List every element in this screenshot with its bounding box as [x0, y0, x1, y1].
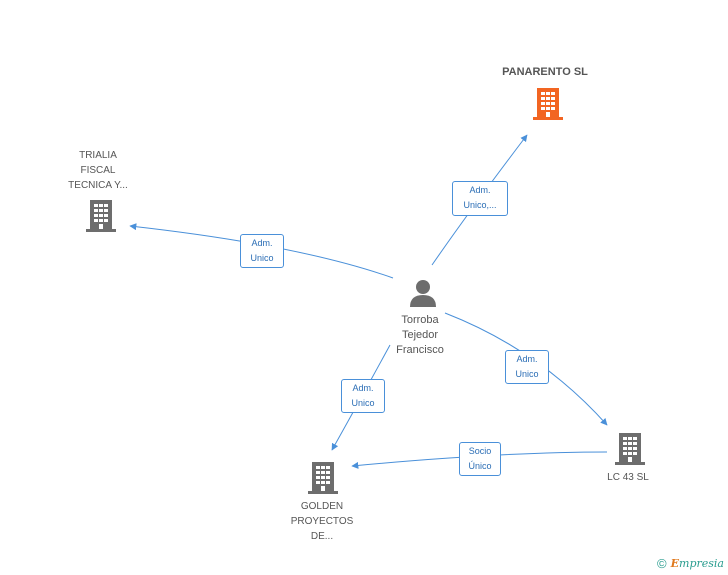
panarento-label[interactable]: PANARENTO SL	[502, 66, 588, 78]
building-icon-trialia[interactable]	[85, 198, 117, 232]
trialia-label[interactable]: TRIALIA FISCAL TECNICA Y...	[68, 150, 128, 191]
edge-label-to-panarento[interactable]: Adm.Unico,...	[452, 181, 508, 216]
edge-label-to-golden[interactable]: Adm.Unico	[341, 379, 385, 413]
brand-name: Empresia	[670, 557, 724, 570]
building-icon-golden[interactable]	[307, 460, 339, 494]
brand-logo: © Empresia	[657, 556, 724, 571]
person-icon[interactable]	[408, 278, 438, 308]
lc43-label[interactable]: LC 43 SL	[607, 472, 649, 483]
copyright-icon: ©	[657, 556, 667, 571]
building-icon-lc43[interactable]	[614, 431, 646, 465]
person-label[interactable]: Torroba Tejedor Francisco	[396, 314, 444, 356]
edge-label-to-trialia[interactable]: Adm.Unico	[240, 234, 284, 268]
building-icon-panarento[interactable]	[532, 86, 564, 120]
golden-label[interactable]: GOLDEN PROYECTOS DE...	[290, 501, 354, 542]
edge-label-to-lc43[interactable]: Adm.Unico	[505, 350, 549, 384]
